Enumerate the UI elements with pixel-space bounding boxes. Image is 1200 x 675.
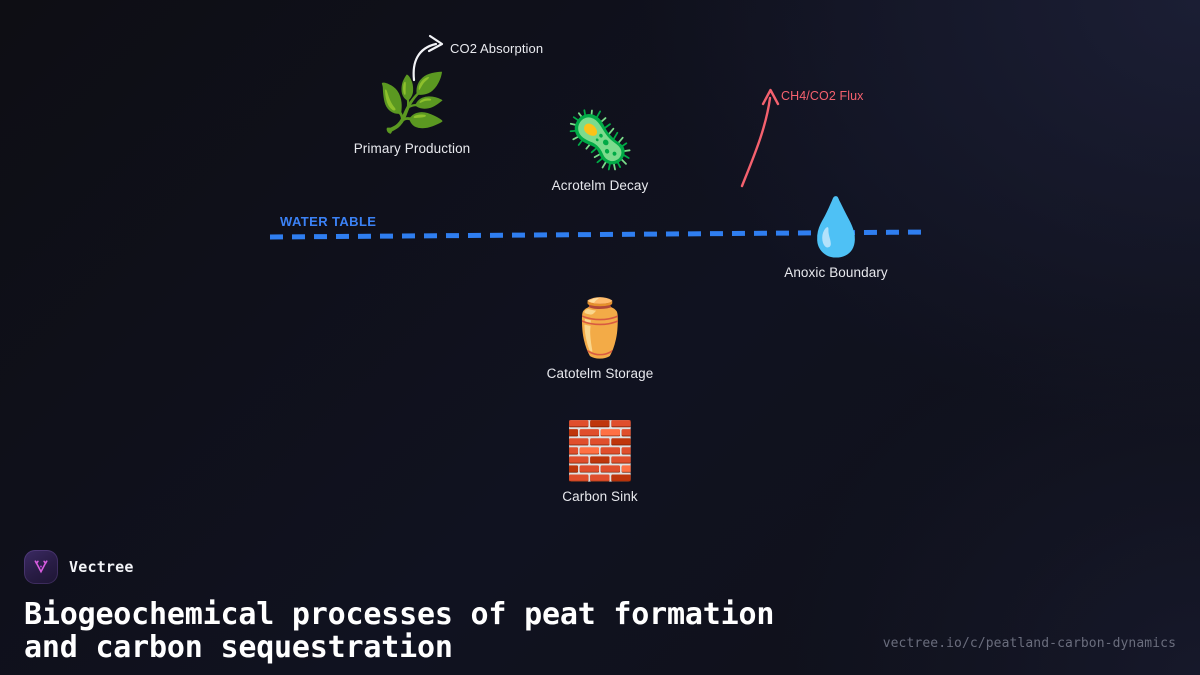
node-catotelm-storage[interactable]: ⚱️ Catotelm Storage: [500, 296, 700, 382]
vectree-v-tree-logo-icon: [24, 550, 58, 584]
ch4-co2-flux-arrow: [740, 88, 780, 188]
water-droplet-icon: 💧: [801, 195, 871, 260]
brand-name: Vectree: [69, 558, 134, 576]
microbe-icon: 🦠: [565, 108, 635, 173]
brand-row[interactable]: Vectree: [24, 550, 134, 584]
co2-absorption-label: CO2 Absorption: [450, 41, 544, 56]
node-label: Anoxic Boundary: [784, 265, 888, 280]
footer-url: vectree.io/c/peatland-carbon-dynamics: [882, 636, 1176, 651]
node-primary-production[interactable]: 🌿 Primary Production: [312, 71, 512, 157]
water-table-label: WATER TABLE: [280, 214, 377, 229]
page-title: Biogeochemical processes of peat formati…: [24, 597, 775, 665]
node-label: Acrotelm Decay: [551, 178, 649, 193]
ch4-co2-flux-label: CH4/CO2 Flux: [781, 89, 864, 103]
node-anoxic-boundary[interactable]: 💧 Anoxic Boundary: [736, 195, 936, 281]
v-tree-glyph: [34, 560, 48, 574]
node-acrotelm-decay[interactable]: 🦠 Acrotelm Decay: [500, 108, 700, 194]
funeral-urn-icon: ⚱️: [565, 296, 635, 361]
brick-wall-icon: 🧱: [565, 419, 635, 484]
node-label: Catotelm Storage: [546, 366, 654, 381]
herb-leaf-icon: 🌿: [377, 71, 447, 136]
node-carbon-sink[interactable]: 🧱 Carbon Sink: [500, 419, 700, 505]
node-label: Primary Production: [353, 141, 471, 156]
footer: Vectree Biogeochemical processes of peat…: [0, 540, 1200, 675]
node-label: Carbon Sink: [562, 489, 638, 504]
